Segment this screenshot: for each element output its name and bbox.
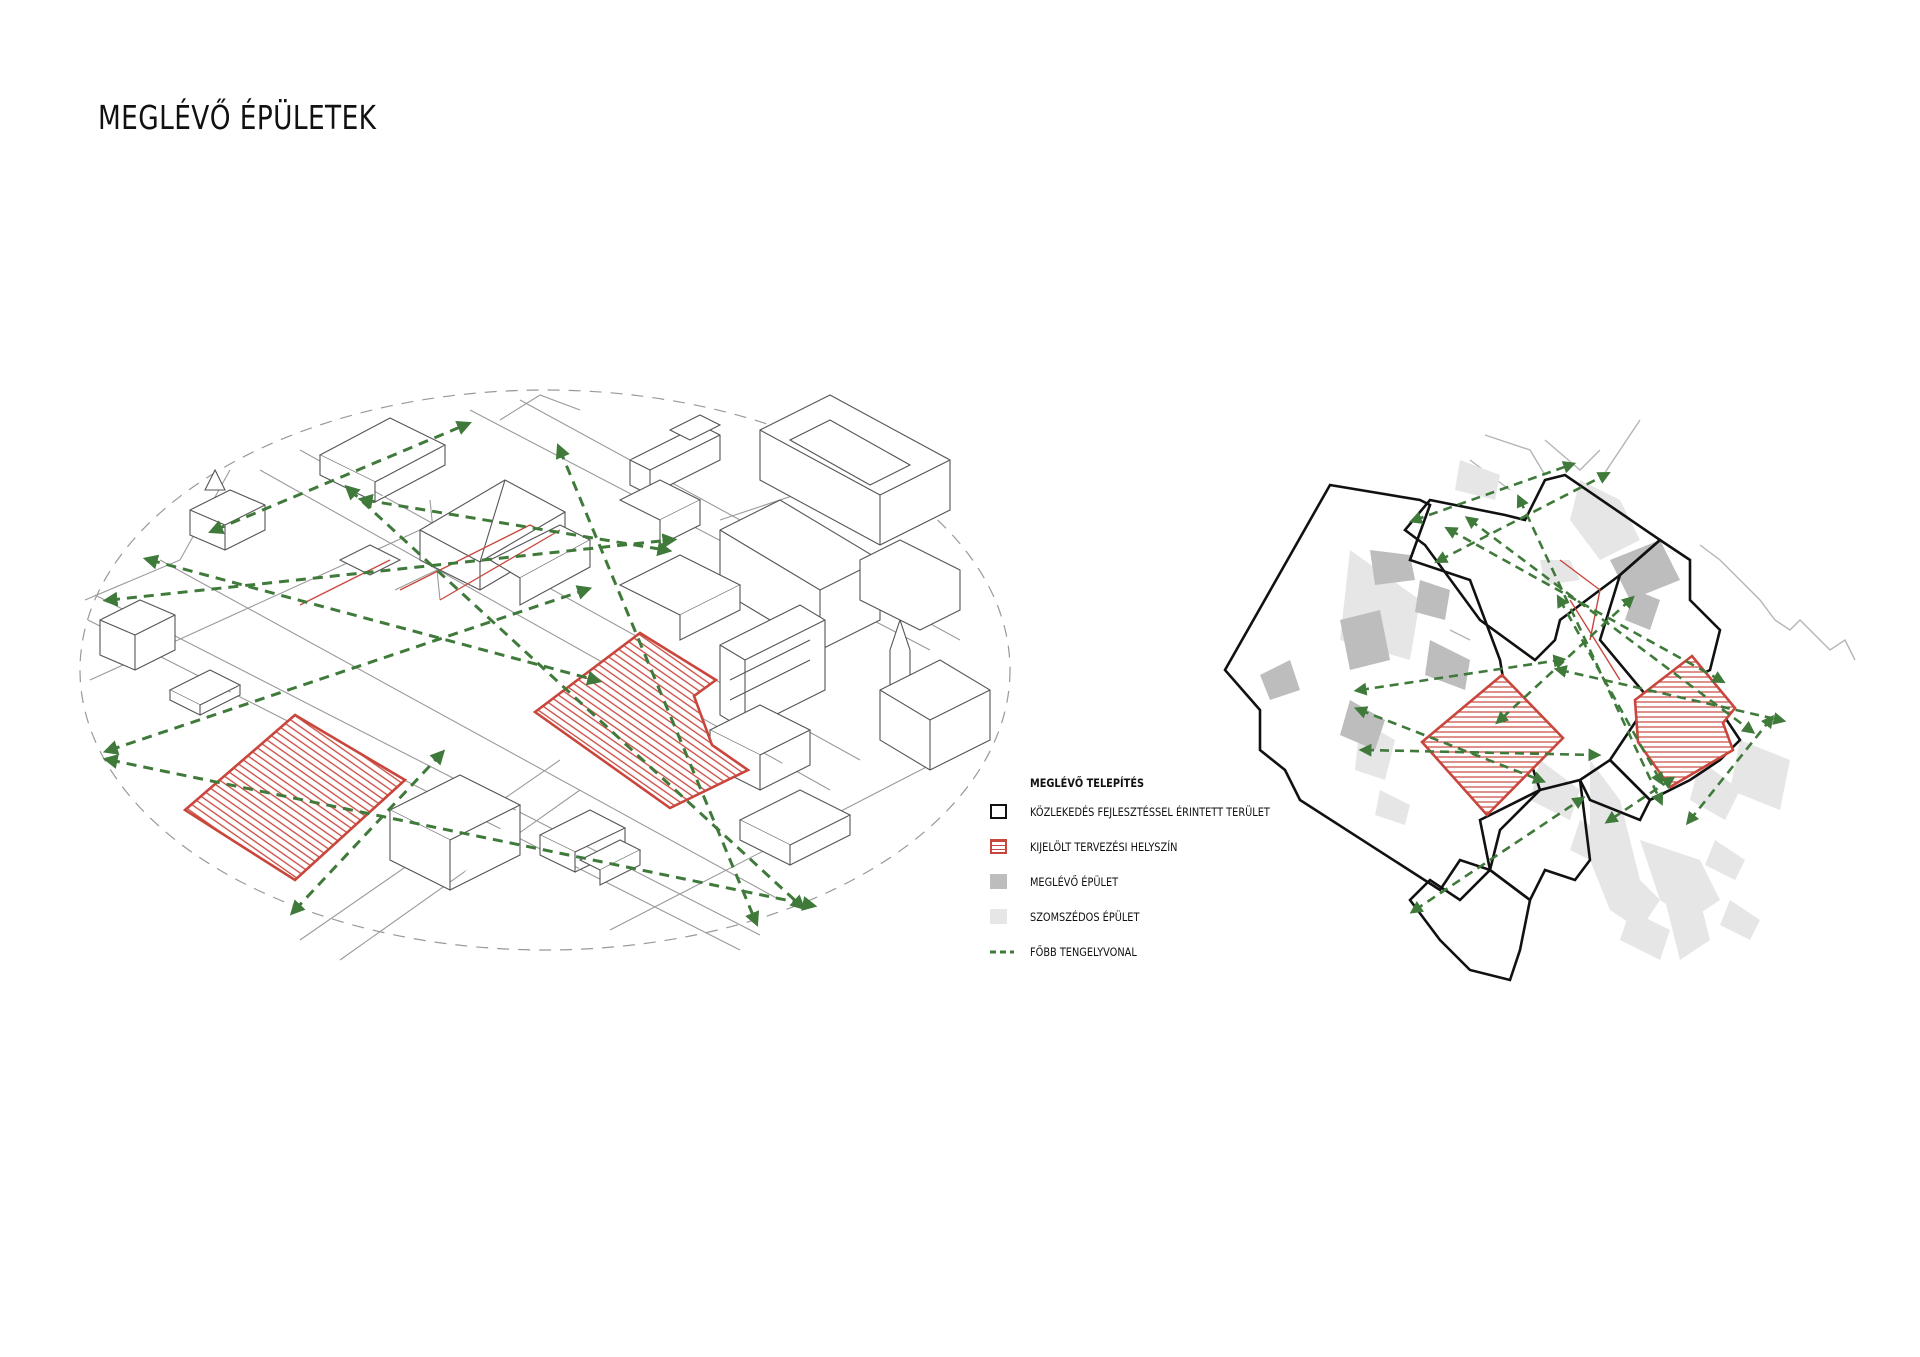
plan-context-lines <box>1449 419 1856 661</box>
legend-item-design-site: KIJELÖLT TERVEZÉSI HELYSZÍN <box>990 839 1177 874</box>
legend-item-neighbour-building: SZOMSZÉDOS ÉPÜLET <box>990 909 1164 944</box>
legend-item-existing-building: MEGLÉVŐ ÉPÜLET <box>990 874 1164 909</box>
green-dashed-line-swatch <box>990 950 1014 954</box>
design-site-right <box>532 631 751 810</box>
legend-item-main-axis: FŐBB TENGELYVONAL <box>990 944 1164 979</box>
main-axes <box>102 420 818 927</box>
legend-item-transport-area: KÖZLEKEDÉS FEJLESZTÉSSEL ÉRINTETT TERÜLE… <box>990 804 1270 839</box>
legend-title: MEGLÉVŐ TELEPÍTÉS <box>1030 776 1145 790</box>
light-grey-fill-swatch <box>990 909 1007 924</box>
grey-fill-swatch <box>990 874 1007 889</box>
legend-label: KIJELÖLT TERVEZÉSI HELYSZÍN <box>1030 840 1178 854</box>
black-outline-swatch <box>990 804 1007 819</box>
page-title: MEGLÉVŐ ÉPÜLETEK <box>98 98 377 137</box>
legend: MEGLÉVŐ TELEPÍTÉS KÖZLEKEDÉS FEJLESZTÉSS… <box>990 776 1270 979</box>
plan-view <box>1223 419 1856 982</box>
legend-label: KÖZLEKEDÉS FEJLESZTÉSSEL ÉRINTETT TERÜLE… <box>1030 805 1270 819</box>
legend-label: MEGLÉVŐ ÉPÜLET <box>1030 875 1119 889</box>
plan-main-axes <box>1353 461 1787 914</box>
axonometric-view <box>79 389 1011 961</box>
view-boundary-ellipse <box>79 389 1011 951</box>
red-hatch-swatch <box>990 839 1007 854</box>
plan-design-site-east <box>1633 654 1737 789</box>
legend-label: FŐBB TENGELYVONAL <box>1030 945 1137 959</box>
legend-label: SZOMSZÉDOS ÉPÜLET <box>1030 910 1140 924</box>
